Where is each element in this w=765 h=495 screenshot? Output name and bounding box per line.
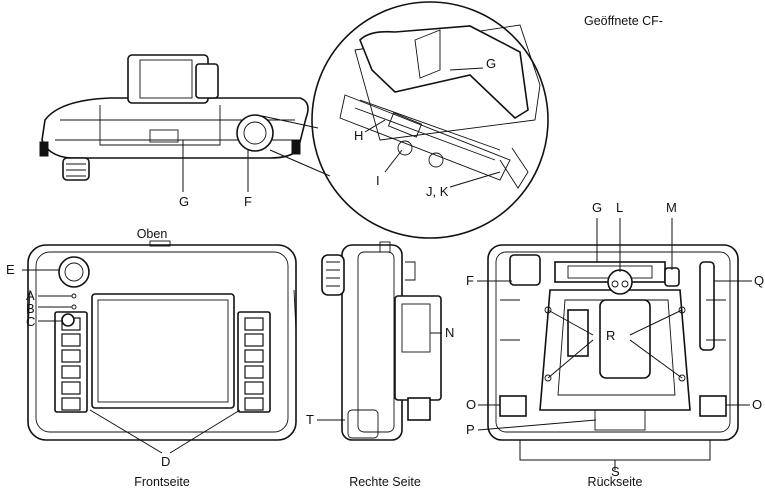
function-key[interactable] <box>244 381 264 395</box>
callout-b: B <box>26 301 35 316</box>
callout-g-top: G <box>179 194 189 209</box>
top-view <box>39 54 309 181</box>
callout-jk: J, K <box>426 184 449 199</box>
top-view-caption: Oben <box>137 227 168 241</box>
callout-d: D <box>161 454 170 469</box>
callout-l: L <box>616 200 623 215</box>
callout-q: Q <box>754 273 764 288</box>
callout-g-detail: G <box>486 56 496 71</box>
right-side-view <box>321 241 442 441</box>
callout-h: H <box>354 128 363 143</box>
detail-connector <box>261 115 331 177</box>
function-key[interactable] <box>244 397 264 411</box>
function-key[interactable] <box>244 333 264 347</box>
function-key[interactable] <box>61 397 81 411</box>
function-key[interactable] <box>244 349 264 363</box>
function-key[interactable] <box>61 349 81 363</box>
stylus-holder <box>699 261 715 351</box>
callout-m: M <box>666 200 677 215</box>
dip-switch[interactable] <box>664 267 680 287</box>
callout-p: P <box>466 422 475 437</box>
callout-o-right: O <box>752 397 762 412</box>
callout-f-back: F <box>466 273 474 288</box>
emergency-stop-button[interactable] <box>58 256 90 288</box>
function-key[interactable] <box>61 333 81 347</box>
front-view <box>27 240 297 441</box>
function-key[interactable] <box>61 381 81 395</box>
callout-c: C <box>26 314 35 329</box>
function-key[interactable] <box>244 365 264 379</box>
callout-n: N <box>445 325 454 340</box>
right-side-caption: Rechte Seite <box>349 475 421 489</box>
right-function-keys <box>244 317 264 411</box>
leader-lines <box>22 67 752 470</box>
back-view-caption: Rückseite <box>588 475 643 489</box>
front-view-caption: Frontseite <box>134 475 190 489</box>
back-view <box>487 244 739 441</box>
cf-lock-icon <box>607 269 633 295</box>
callout-r: R <box>606 328 615 343</box>
function-key[interactable] <box>244 317 264 331</box>
callout-i: I <box>376 173 380 188</box>
cf-open-caption: Geöffnete CF- <box>584 14 663 28</box>
key-switch-c[interactable] <box>61 313 75 327</box>
left-function-keys <box>61 317 81 411</box>
callout-g-back: G <box>592 200 602 215</box>
callout-f-top: F <box>244 194 252 209</box>
callout-a: A <box>26 288 35 303</box>
callout-t: T <box>306 412 314 427</box>
cf-detail <box>311 1 549 239</box>
callout-o-left: O <box>466 397 476 412</box>
callout-s: S <box>611 464 620 479</box>
callout-e: E <box>6 262 15 277</box>
function-key[interactable] <box>61 365 81 379</box>
